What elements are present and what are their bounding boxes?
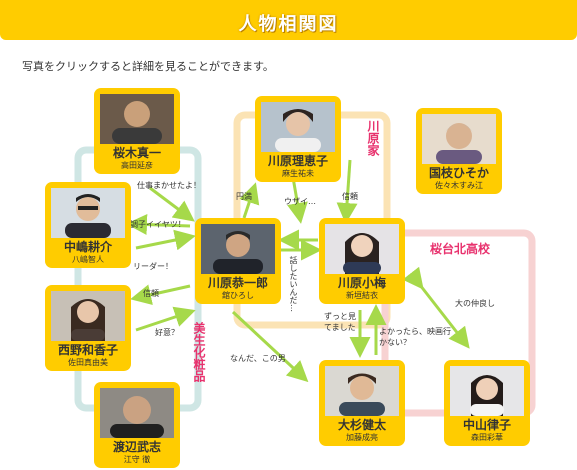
relation-label: リーダー！ — [133, 262, 173, 271]
character-card-kunieda[interactable]: 国枝ひそか 佐々木すみ江 — [416, 108, 502, 194]
actor-name: 佐田真由美 — [68, 358, 108, 367]
character-photo[interactable] — [201, 224, 275, 274]
character-photo[interactable] — [325, 224, 399, 274]
instruction-text: 写真をクリックすると詳細を見ることができます。 — [22, 60, 274, 73]
relation-label: 好意？ — [155, 328, 179, 337]
group-label-cosmetics: 美生化粧品 — [192, 322, 206, 382]
character-name: 中山律子 — [462, 418, 511, 432]
character-card-nakajima[interactable]: 中嶋耕介 八嶋智人 — [45, 182, 131, 268]
character-name: 川原小梅 — [337, 276, 386, 290]
relation-label: ウザイ… — [284, 197, 316, 206]
relation-label: なんだ、この男 — [230, 354, 286, 363]
character-card-nakayama[interactable]: 中山律子 森田彩華 — [444, 360, 530, 446]
relation-label: 仕事まかせたよ！ — [137, 181, 201, 190]
character-photo[interactable] — [325, 366, 399, 416]
actor-name: 加藤成亮 — [346, 433, 378, 442]
actor-name: 佐々木すみ江 — [435, 181, 483, 190]
character-card-nishino[interactable]: 西野和香子 佐田真由美 — [45, 285, 131, 371]
character-name: 桜木真一 — [112, 146, 161, 160]
character-name: 大杉健太 — [337, 418, 386, 432]
page-title: 人物相関図 — [238, 14, 339, 35]
character-photo[interactable] — [261, 102, 335, 152]
relation-label: 調子イイヤツ！ — [130, 220, 186, 229]
actor-name: 舘ひろし — [222, 291, 254, 300]
relation-label: よかったら、映画行かない？ — [379, 327, 451, 347]
character-photo[interactable] — [450, 366, 524, 416]
relation-label: ずっと見てました — [324, 312, 356, 332]
actor-name: 麻生祐未 — [282, 169, 314, 178]
actor-name: 江守 徹 — [123, 455, 151, 464]
character-name: 川原恭一郎 — [207, 276, 268, 290]
character-name: 川原理恵子 — [267, 154, 328, 168]
character-name: 西野和香子 — [57, 343, 118, 357]
character-card-kawahara-koume[interactable]: 川原小梅 新垣結衣 — [319, 218, 405, 304]
relation-label: 話したいんだ… — [289, 256, 298, 312]
character-photo[interactable] — [51, 188, 125, 238]
character-card-kawahara-rieko[interactable]: 川原理恵子 麻生祐未 — [255, 96, 341, 182]
actor-name: 森田彩華 — [471, 433, 503, 442]
character-name: 国枝ひそか — [428, 166, 489, 180]
relation-label: 大の仲良し — [455, 299, 495, 308]
character-photo[interactable] — [100, 388, 174, 438]
relation-label: 信頼 — [342, 192, 358, 201]
actor-name: 新垣結衣 — [346, 291, 378, 300]
actor-name: 高田延彦 — [121, 161, 153, 170]
character-card-watanabe[interactable]: 渡辺武志 江守 徹 — [94, 382, 180, 468]
actor-name: 八嶋智人 — [72, 255, 104, 264]
character-name: 中嶋耕介 — [63, 240, 112, 254]
relation-label: 円満 — [236, 192, 252, 201]
character-photo[interactable] — [422, 114, 496, 164]
character-card-kawahara-kyoichiro[interactable]: 川原恭一郎 舘ひろし — [195, 218, 281, 304]
character-photo[interactable] — [51, 291, 125, 341]
character-photo[interactable] — [100, 94, 174, 144]
group-label-sakuradai-high: 桜台北高校 — [430, 242, 491, 256]
relation-label: 信頼 — [143, 289, 159, 298]
character-card-sakuragi[interactable]: 桜木真一 高田延彦 — [94, 88, 180, 174]
title-banner: 人物相関図 — [0, 0, 577, 40]
character-name: 渡辺武志 — [112, 440, 161, 454]
character-card-osugi[interactable]: 大杉健太 加藤成亮 — [319, 360, 405, 446]
group-label-kawahara-family: 川原家 — [366, 120, 380, 156]
